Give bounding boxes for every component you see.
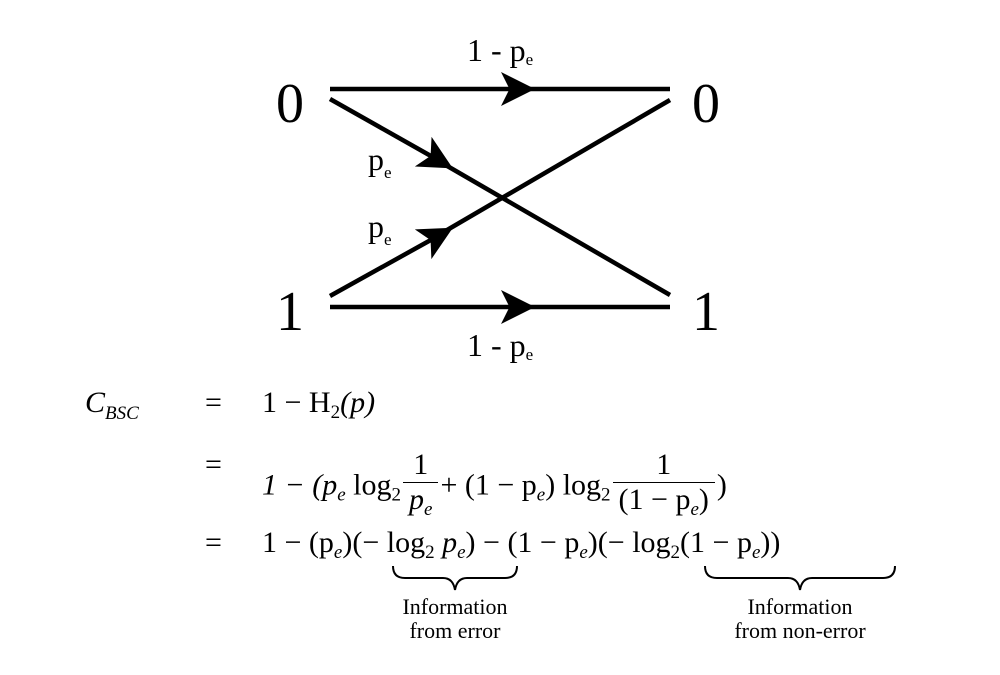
- edge-0-to-1-label: pe: [368, 141, 392, 182]
- underbrace-non-error: [704, 565, 896, 591]
- edge-0-to-1-line: [428, 154, 672, 297]
- edge-1-to-0-line: [428, 98, 672, 242]
- caption-information-from-error: Information from error: [402, 594, 508, 643]
- input-node-1: 1: [276, 281, 304, 343]
- binary-symmetric-channel-diagram: 0 1 0 1 1 - pe pe pe 1 - pe: [276, 32, 720, 364]
- capacity-symbol: CBSC: [85, 386, 139, 424]
- edge-0-to-0-label: 1 - pe: [467, 32, 533, 69]
- underbrace-error: [392, 565, 518, 591]
- edge-1-to-0-arrow: [328, 227, 453, 298]
- equals-sign: =: [205, 448, 222, 481]
- line-1-rhs: 1 − H2(p): [262, 386, 376, 423]
- edge-0-to-1-arrow: [328, 97, 453, 169]
- input-node-0: 0: [276, 73, 304, 135]
- edge-1-to-0-label: pe: [368, 208, 392, 249]
- output-node-0: 0: [692, 73, 720, 135]
- equals-sign: =: [205, 526, 222, 559]
- edge-1-to-1-label: 1 - pe: [467, 327, 533, 364]
- equals-sign: =: [205, 386, 222, 419]
- caption-information-from-non-error: Information from non-error: [734, 594, 866, 643]
- output-node-1: 1: [692, 281, 720, 343]
- line-3-rhs: 1 − (pe)(− log2 pe) − (1 − pe)(− log2(1 …: [262, 526, 781, 563]
- fraction-one-over-one-minus-pe: 1(1 − pe): [612, 448, 715, 527]
